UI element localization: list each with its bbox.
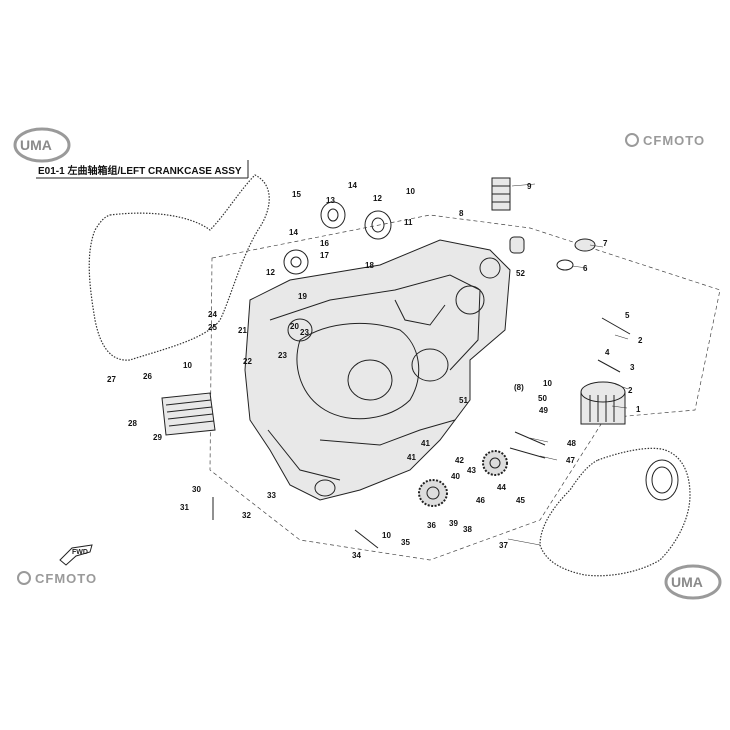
callout-35: 35	[401, 538, 410, 547]
cfmoto-logo-icon: CFMOTO	[17, 571, 97, 586]
oil-strainer	[161, 392, 216, 436]
callout-29: 29	[153, 433, 162, 442]
callout-30: 30	[192, 485, 201, 494]
callout-51: 51	[459, 396, 468, 405]
callout-46: 46	[476, 496, 485, 505]
callout-16: 16	[320, 239, 329, 248]
callout-18: 18	[365, 261, 374, 270]
left-crankcase-body	[244, 239, 511, 501]
callout-1: 1	[636, 405, 641, 414]
callout-36: 36	[427, 521, 436, 530]
gear-36	[418, 479, 448, 507]
callout-6: 6	[583, 264, 588, 273]
callout-41a: 41	[421, 439, 430, 448]
callout-24: 24	[208, 310, 217, 319]
callout-23a: 23	[300, 328, 309, 337]
callout-43: 43	[467, 466, 476, 475]
callout-34: 34	[352, 551, 361, 560]
callout-39: 39	[449, 519, 458, 528]
callout-10c: 10	[543, 379, 552, 388]
cfmoto-logo-text-top: CFMOTO	[643, 133, 705, 148]
callout-15: 15	[292, 190, 301, 199]
callout-2a: 2	[638, 336, 643, 345]
callout-28: 28	[128, 419, 137, 428]
cfmoto-logo-text-bottom: CFMOTO	[35, 571, 97, 586]
callout-4: 4	[605, 348, 610, 357]
callout-20: 20	[290, 322, 299, 331]
callout-44: 44	[497, 483, 506, 492]
callout-8: 8	[459, 209, 464, 218]
left-crankcase-gasket	[88, 174, 270, 361]
callout-32: 32	[242, 511, 251, 520]
callout-37: 37	[499, 541, 508, 550]
gear-43	[482, 450, 508, 476]
o-ring-6	[556, 259, 574, 271]
callout-10a: 10	[406, 187, 415, 196]
callout-40: 40	[451, 472, 460, 481]
sleeve-52	[509, 236, 525, 254]
fwd-label: FWD	[72, 549, 88, 556]
callout-17: 17	[320, 251, 329, 260]
callout-52: 52	[516, 269, 525, 278]
bearing-12-lower	[283, 249, 309, 275]
callout-41b: 41	[407, 453, 416, 462]
callout-labels: 1 2 2 3 4 5 6 7 8 9 10 10 10 10 11 12 12…	[107, 181, 643, 560]
callout-25: 25	[208, 323, 217, 332]
right-cover-gasket	[539, 447, 691, 577]
uma-logo-icon: UMA	[13, 127, 71, 163]
uma-logo-icon: UMA	[664, 564, 722, 600]
callout-22: 22	[243, 357, 252, 366]
fwd-arrow-icon: FWD	[59, 544, 93, 566]
oil-filter	[580, 381, 626, 425]
callout-31: 31	[180, 503, 189, 512]
callout-33: 33	[267, 491, 276, 500]
callout-42: 42	[455, 456, 464, 465]
callout-14a: 14	[348, 181, 357, 190]
callout-10b: 10	[183, 361, 192, 370]
callout-48: 48	[567, 439, 576, 448]
diagram-title: E01-1 左曲轴箱组/LEFT CRANKCASE ASSY	[38, 164, 242, 177]
valve-assy-9	[491, 177, 511, 211]
callout-45: 45	[516, 496, 525, 505]
bolt-group	[212, 317, 631, 549]
cfmoto-logo-icon: CFMOTO	[625, 133, 705, 148]
callout-21: 21	[238, 326, 247, 335]
callout-7: 7	[603, 239, 608, 248]
oil-filler-cap	[574, 238, 596, 252]
callout-38: 38	[463, 525, 472, 534]
callout-12b: 12	[266, 268, 275, 277]
callout-27: 27	[107, 375, 116, 384]
callout-2b: 2	[628, 386, 633, 395]
callout-10d: 10	[382, 531, 391, 540]
callout-3: 3	[630, 363, 635, 372]
callout-5: 5	[625, 311, 630, 320]
uma-logo-text: UMA	[20, 137, 52, 153]
callout-26: 26	[143, 372, 152, 381]
callout-47: 47	[566, 456, 575, 465]
bearing-12-upper	[364, 210, 392, 240]
callout-11: 11	[404, 218, 413, 227]
callout-19: 19	[298, 292, 307, 301]
callout-14b: 14	[289, 228, 298, 237]
uma-logo-text-bottom: UMA	[671, 574, 703, 590]
bearing-13	[320, 201, 346, 229]
callout-23b: 23	[278, 351, 287, 360]
callout-49: 49	[539, 406, 548, 415]
callout-8-paren: (8)	[514, 383, 524, 392]
leader-lines	[507, 183, 629, 546]
callout-12a: 12	[373, 194, 382, 203]
callout-50: 50	[538, 394, 547, 403]
callout-9: 9	[527, 182, 532, 191]
callout-13: 13	[326, 196, 335, 205]
